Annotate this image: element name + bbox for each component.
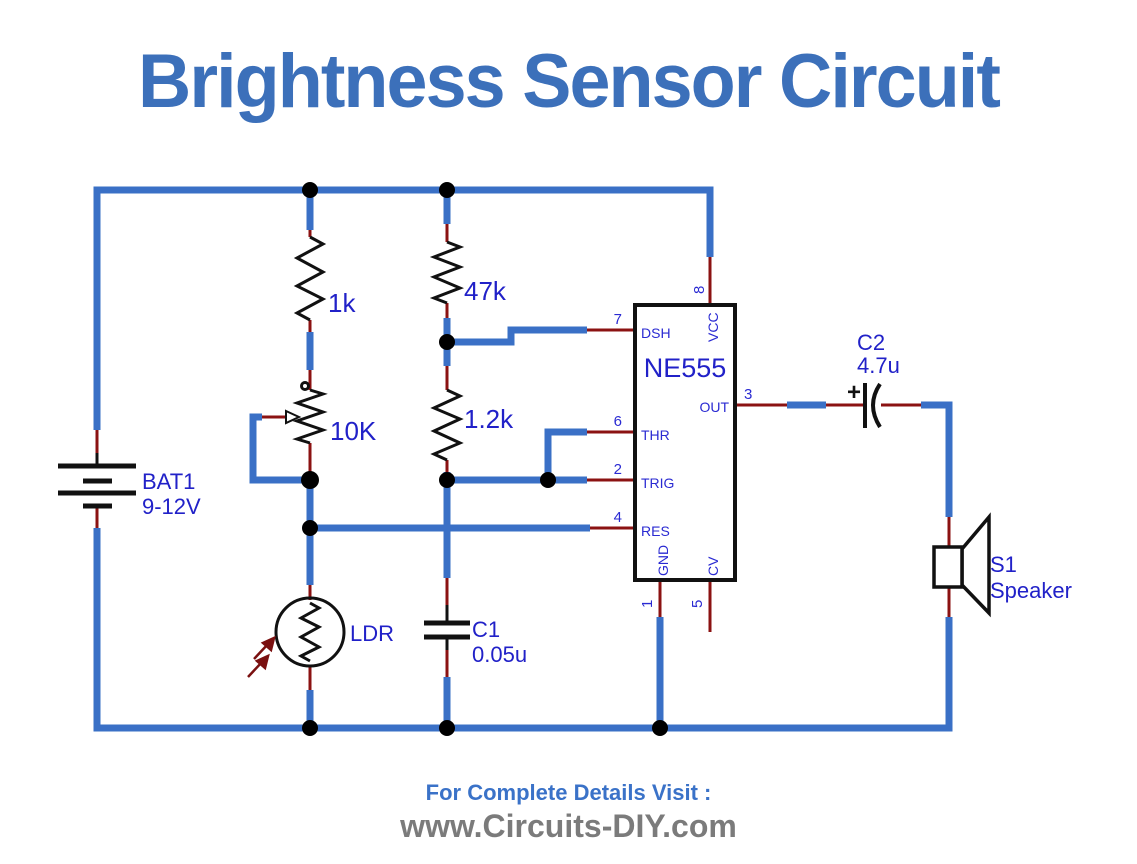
c2-plate-curved	[871, 382, 882, 429]
resistor-1-2k-zigzag	[430, 388, 464, 462]
pot-wiper-arrow	[285, 409, 302, 425]
c2-polarity-plus: +	[847, 379, 861, 406]
ic-pin-label-thr: THR	[641, 427, 670, 443]
speaker-ref-label: S1	[990, 552, 1017, 577]
ldr-light-arrows	[247, 635, 276, 678]
ldr-zigzag	[297, 601, 323, 663]
ic-pin-number-5: 5	[689, 600, 706, 608]
ic-pin-number-4: 4	[614, 509, 622, 526]
ldr-arrow-head-1	[254, 653, 270, 671]
ldr: LDR	[247, 596, 394, 678]
resistor-1k-zigzag	[293, 235, 327, 322]
component-leads	[95, 224, 951, 690]
resistor-1-2k-value: 1.2k	[464, 404, 514, 434]
speaker-driver-box	[932, 545, 964, 589]
battery-ref-label: BAT1	[142, 469, 195, 494]
resistor-47k: 47k	[429, 240, 507, 306]
wire-bottom-rail	[93, 528, 953, 732]
wire-dsh	[447, 326, 587, 346]
footer-website: www.Circuits-DIY.com	[400, 808, 737, 844]
capacitor-c2: + C2 4.7u	[847, 330, 900, 429]
junction-dot	[301, 471, 319, 489]
pot-zigzag	[292, 388, 328, 445]
junction-dot	[439, 472, 455, 488]
potentiometer-10k: 10K	[285, 381, 377, 446]
wire-thr	[544, 428, 587, 480]
resistor-47k-value: 47k	[464, 276, 507, 306]
c2-ref-label: C2	[857, 330, 885, 355]
ic-pin-label-vcc: VCC	[705, 312, 721, 342]
junction-dot	[540, 472, 556, 488]
junction-dot	[302, 720, 318, 736]
battery-value-label: 9-12V	[142, 494, 201, 519]
ldr-body-circle	[274, 596, 346, 668]
resistor-47k-zigzag	[429, 240, 465, 305]
ic-ne555: NE555 DSH THR TRIG RES OUT VCC GND CV 8 …	[614, 286, 753, 608]
resistor-1k: 1k	[293, 235, 356, 322]
ic-pin-label-out: OUT	[699, 399, 729, 415]
c2-value-label: 4.7u	[857, 353, 900, 378]
footer: For Complete Details Visit : www.Circuit…	[0, 780, 1137, 845]
ldr-label: LDR	[350, 621, 394, 646]
c1-value-label: 0.05u	[472, 642, 527, 667]
ic-pin-label-res: RES	[641, 523, 670, 539]
speaker-cone	[960, 512, 991, 618]
battery-bat1: BAT1 9-12V	[58, 453, 201, 519]
wire-pot-return	[249, 413, 310, 484]
junction-dots	[301, 182, 668, 736]
ic-pin-label-cv: CV	[705, 556, 721, 576]
junction-dot	[652, 720, 668, 736]
ic-body	[633, 303, 737, 582]
ic-pin-number-2: 2	[614, 461, 622, 478]
page-title: Brightness Sensor Circuit	[138, 39, 1001, 124]
junction-dot	[439, 720, 455, 736]
ic-pin-number-1: 1	[639, 600, 656, 608]
ic-pin-label-gnd: GND	[655, 545, 671, 576]
ldr-arrow-head-2	[260, 635, 276, 653]
resistor-1k-value: 1k	[328, 288, 356, 318]
wire-top-rail	[93, 186, 714, 430]
ic-pin-label-trig: TRIG	[641, 475, 674, 491]
ic-pin-number-6: 6	[614, 413, 622, 430]
junction-dot	[302, 520, 318, 536]
ic-pin-label-dsh: DSH	[641, 325, 671, 341]
speaker-s1: S1 Speaker	[932, 512, 1072, 618]
ic-pin-number-3: 3	[744, 386, 752, 403]
resistor-1-2k: 1.2k	[430, 388, 514, 462]
capacitor-c1: C1 0.05u	[424, 605, 527, 667]
c1-ref-label: C1	[472, 617, 500, 642]
ic-pin-number-8: 8	[691, 286, 708, 294]
speaker-label: Speaker	[990, 578, 1072, 603]
junction-dot	[439, 182, 455, 198]
ic-name-label: NE555	[644, 353, 727, 383]
junction-dot	[302, 182, 318, 198]
pot-value: 10K	[330, 416, 377, 446]
ic-pin-number-7: 7	[614, 311, 622, 328]
junction-dot	[439, 334, 455, 350]
wire-out-right	[921, 401, 953, 517]
pot-top-terminal	[300, 381, 310, 391]
footer-tagline: For Complete Details Visit :	[425, 780, 712, 805]
